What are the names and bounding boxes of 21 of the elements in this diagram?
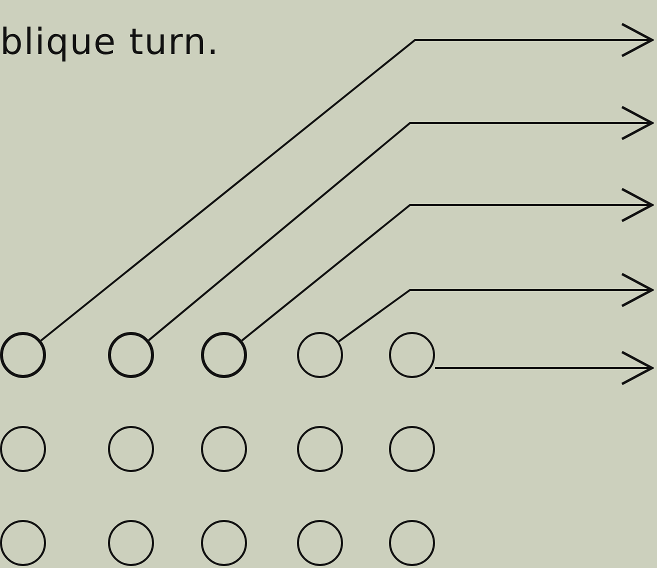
arrow [40, 22, 654, 342]
circle [201, 426, 247, 472]
caption-text: blique turn. [0, 22, 220, 63]
arrow [241, 188, 654, 342]
circle [389, 426, 435, 472]
circle [297, 332, 343, 378]
circle [389, 520, 435, 566]
circle [108, 520, 154, 566]
circle [201, 332, 247, 378]
circle [0, 426, 46, 472]
circle [389, 332, 435, 378]
circle [0, 520, 46, 566]
circle [297, 520, 343, 566]
arrow [148, 106, 654, 342]
circle [297, 426, 343, 472]
arrow [435, 350, 654, 386]
circle [0, 332, 46, 378]
circle [201, 520, 247, 566]
circle [108, 332, 154, 378]
arrow [338, 272, 654, 342]
circle [108, 426, 154, 472]
